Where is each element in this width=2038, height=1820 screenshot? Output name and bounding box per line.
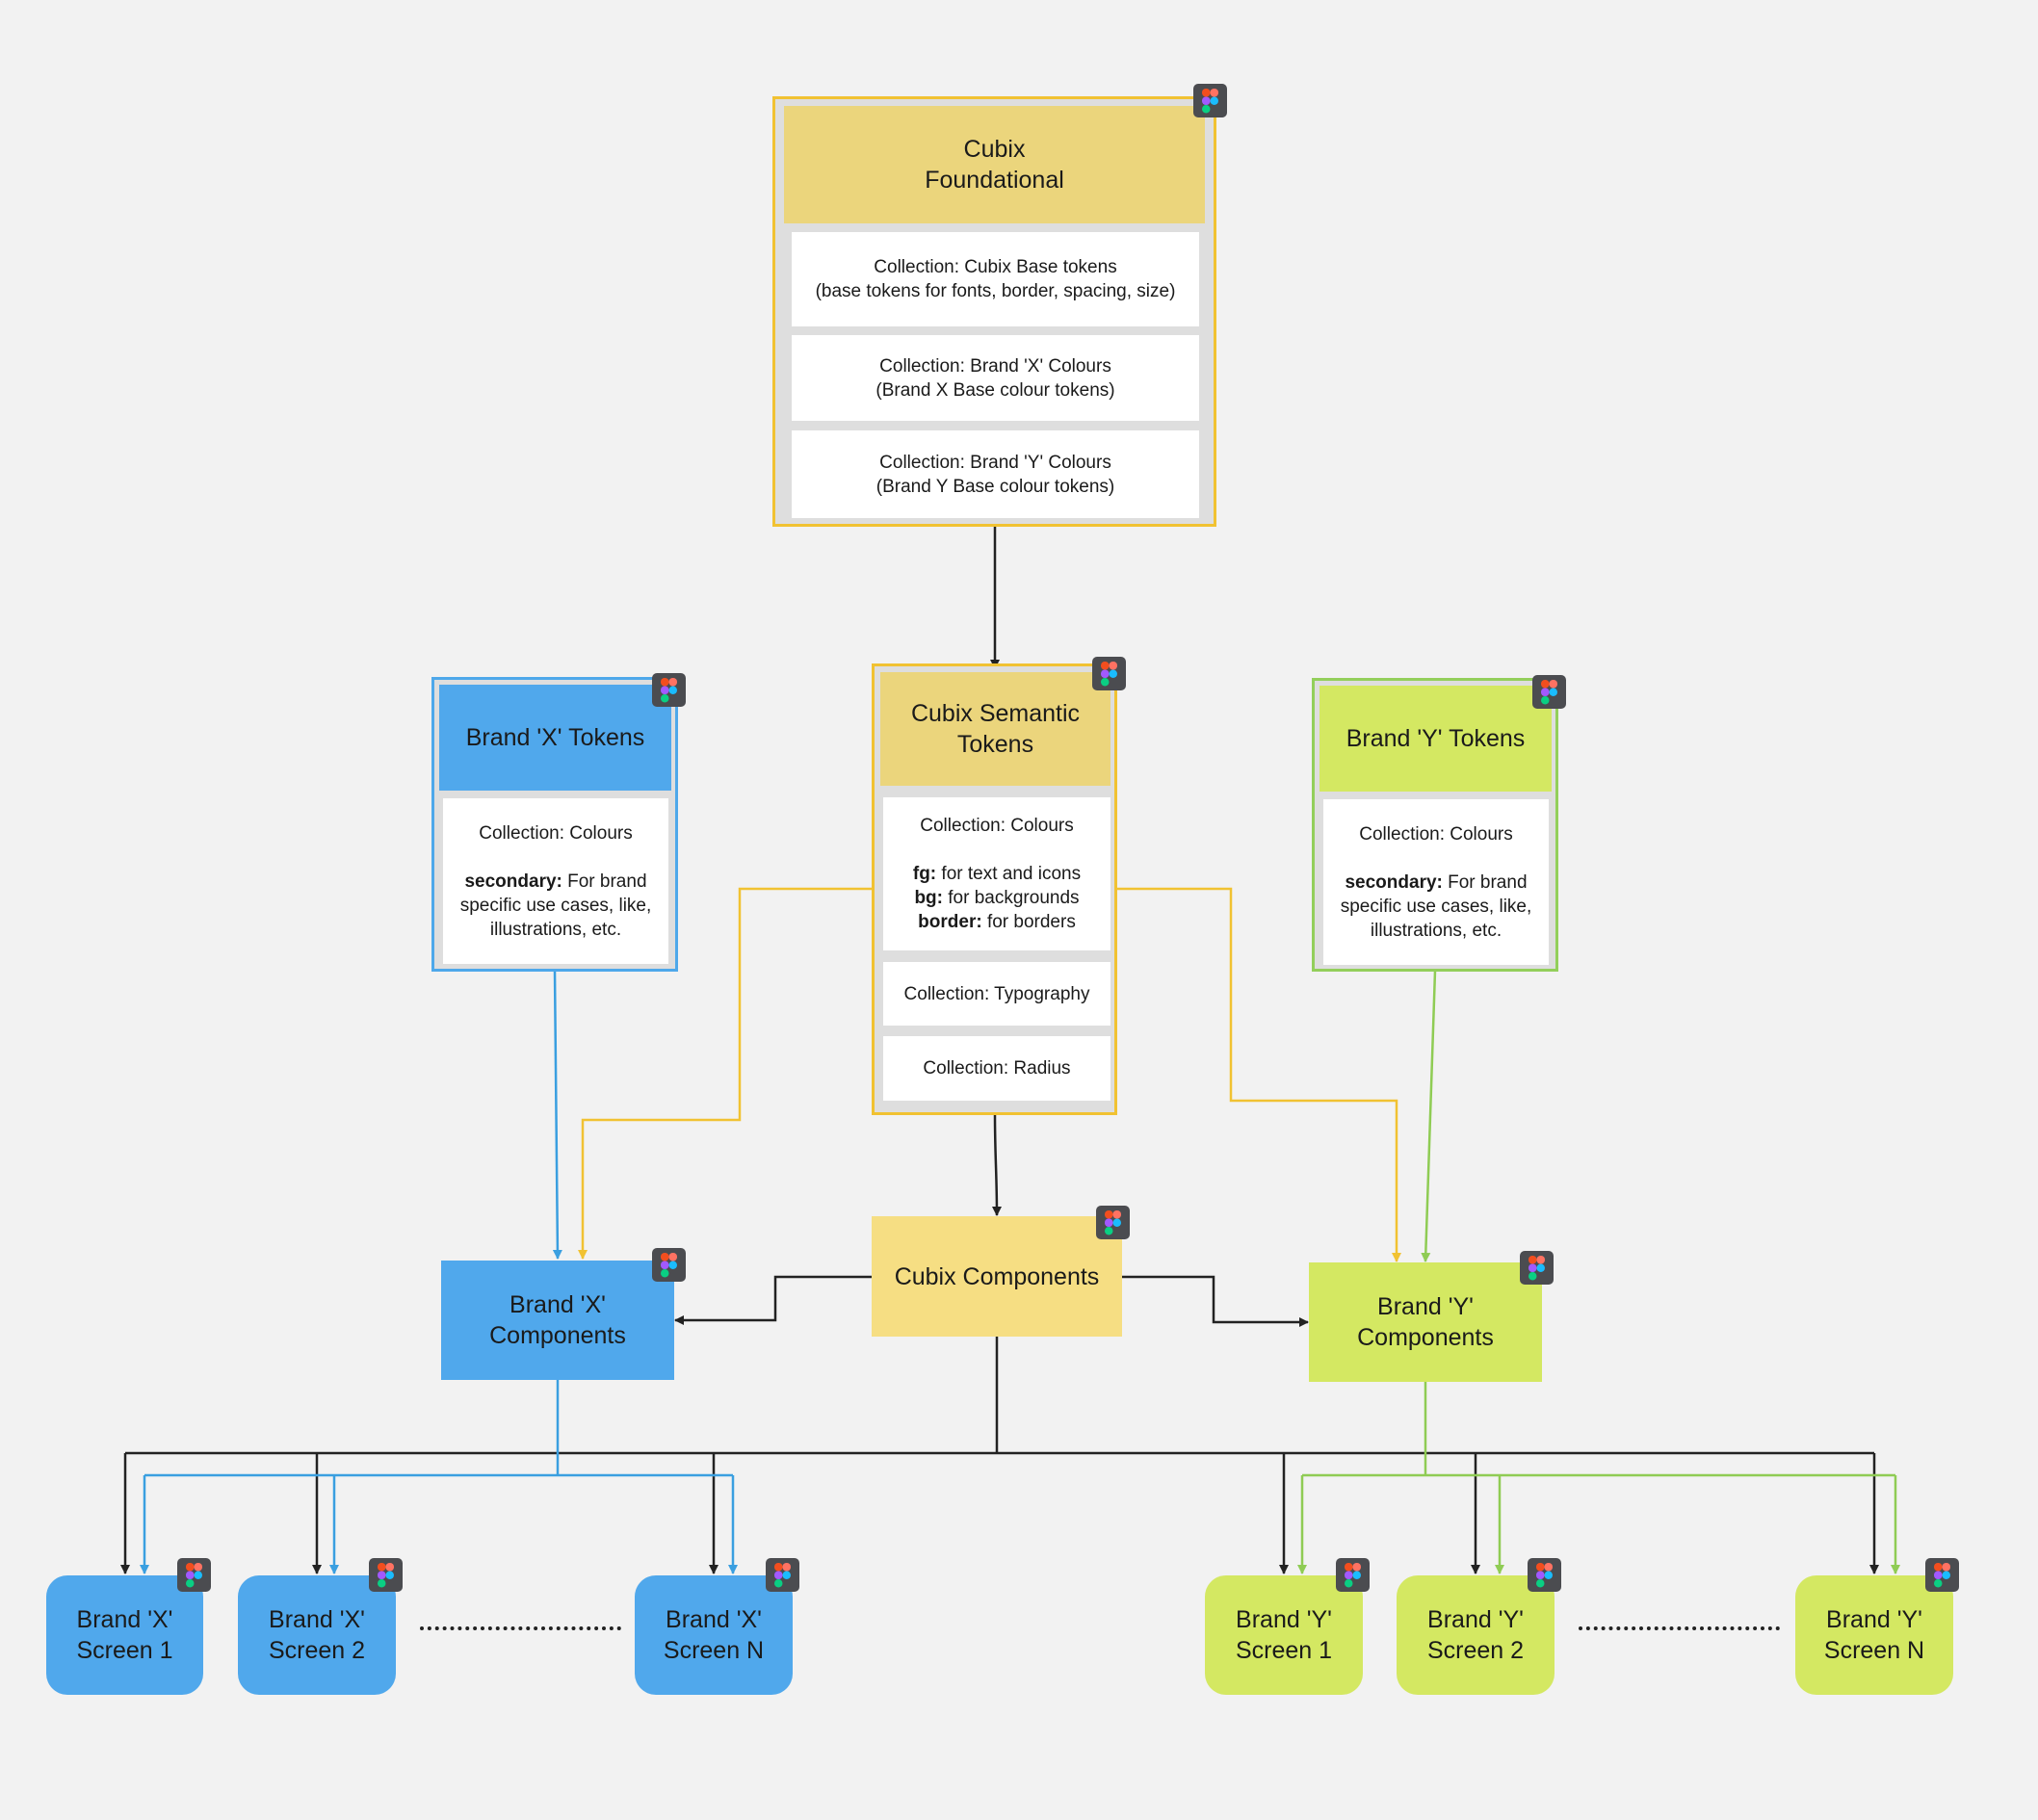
brand-x-screen-1: Brand 'X' Screen 1 (46, 1575, 203, 1695)
foundational-brand-x-colours-card: Collection: Brand 'X' Colours (Brand X B… (792, 335, 1199, 421)
edge-semantic-brandx-components (578, 887, 874, 1260)
figma-icon (1096, 1206, 1130, 1239)
edge-semantic-brandy-components (1117, 887, 1401, 1262)
brand-x-components-node: Brand 'X' Components (441, 1261, 674, 1380)
brand-x-screen-n: Brand 'X' Screen N (635, 1575, 793, 1695)
edge-cubix-brandx (674, 1275, 872, 1325)
foundational-base-tokens-card: Collection: Cubix Base tokens (base toke… (792, 232, 1199, 326)
figma-icon (177, 1558, 211, 1592)
semantic-typography-card: Collection: Typography (883, 962, 1110, 1026)
figma-icon (652, 673, 686, 707)
cubix-components-node: Cubix Components (872, 1216, 1122, 1337)
edge-brandy-tokens-components (1421, 970, 1437, 1262)
figma-icon (1528, 1558, 1561, 1592)
figma-icon (1336, 1558, 1370, 1592)
figma-icon (1532, 675, 1566, 709)
brand-y-screens-ellipsis (1579, 1626, 1780, 1633)
cubix-semantic-tokens-group: Cubix Semantic Tokens Collection: Colour… (872, 663, 1117, 1115)
edge-cubix-screens-bus (125, 1337, 1874, 1455)
semantic-colours-card: Collection: Colours fg: for text and ico… (883, 797, 1110, 950)
figma-icon (652, 1248, 686, 1282)
cubix-foundational-group: Cubix Foundational Collection: Cubix Bas… (772, 96, 1216, 527)
edge-cubix-brandy (1122, 1275, 1309, 1327)
brand-x-colours-card: Collection: Colours secondary: For brand… (443, 798, 668, 964)
brand-y-components-node: Brand 'Y' Components (1309, 1262, 1542, 1382)
figma-icon (1925, 1558, 1959, 1592)
brand-y-screen-2: Brand 'Y' Screen 2 (1397, 1575, 1555, 1695)
edge-brandx-tokens-components (552, 970, 562, 1260)
edge-brandx-screens-bus (144, 1380, 733, 1477)
brand-x-screens-ellipsis (420, 1626, 621, 1633)
figma-icon (766, 1558, 799, 1592)
brand-y-tokens-title: Brand 'Y' Tokens (1319, 686, 1552, 792)
foundational-brand-y-colours-card: Collection: Brand 'Y' Colours (Brand Y B… (792, 430, 1199, 518)
figma-icon (1092, 657, 1126, 690)
brand-y-screen-n: Brand 'Y' Screen N (1795, 1575, 1953, 1695)
cubix-foundational-title: Cubix Foundational (784, 106, 1205, 223)
edge-semantic-components (991, 1114, 1002, 1216)
brand-y-tokens-group: Brand 'Y' Tokens Collection: Colours sec… (1312, 678, 1558, 972)
figma-icon (1193, 84, 1227, 117)
semantic-radius-card: Collection: Radius (883, 1036, 1110, 1101)
cubix-semantic-tokens-title: Cubix Semantic Tokens (880, 672, 1110, 786)
brand-x-tokens-group: Brand 'X' Tokens Collection: Colours sec… (431, 677, 678, 972)
figma-icon (369, 1558, 403, 1592)
brand-y-colours-card: Collection: Colours secondary: For brand… (1323, 799, 1549, 965)
brand-x-tokens-title: Brand 'X' Tokens (439, 685, 671, 791)
brand-y-screen-1: Brand 'Y' Screen 1 (1205, 1575, 1363, 1695)
edge-brandy-screens-bus (1302, 1382, 1895, 1477)
figma-icon (1520, 1251, 1554, 1285)
brand-x-screen-2: Brand 'X' Screen 2 (238, 1575, 396, 1695)
